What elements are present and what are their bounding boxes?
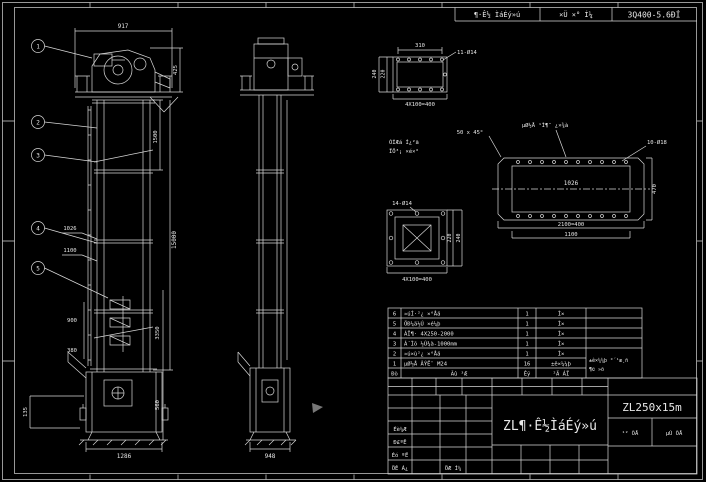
balloon-label-1: 1 [36, 44, 40, 51]
bom-header-name: Ãû ³Æ [451, 371, 468, 378]
bom-cell-qty: 1 [525, 342, 528, 348]
bom-cell-no: 4 [393, 332, 397, 338]
model-number: ZL250x15m [622, 401, 682, 414]
smudge-mark [312, 403, 323, 413]
bom-note-2: ¶© »õ [589, 367, 604, 373]
sheets-total-label: ¹² ÕÅ [622, 430, 639, 437]
dim-mid-a: 1026 [63, 226, 76, 232]
bom-cell-name: Á´Ìõ ½Ú¾à-1000mm [404, 341, 458, 348]
bom-header-mat: ²Ä ÁÏ [553, 371, 570, 378]
bom-cell-mat: Ì× [558, 351, 565, 358]
drawing-title: ZL¶·Ê½ÌáÉý»ú [503, 418, 597, 434]
sig-design-label: Éè¼Æ [393, 425, 407, 433]
sig-check-label: Ð£ºË [393, 439, 406, 446]
dim-plate-center: 1026 [564, 180, 579, 187]
bom-cell-qty: 1 [525, 352, 528, 358]
dim-side-base-width: 948 [265, 453, 276, 460]
dim-bucket-pitch: 900 [67, 318, 77, 324]
sig-audit-label: Éó ºË [392, 451, 409, 459]
note-line-2: ÏÖ³¡ ×é×° [389, 148, 419, 155]
label-flange-holes: 14-Ø14 [392, 200, 413, 207]
header-cell-2: ×Ü ×° Í¼ [559, 10, 593, 19]
row-draw-label: ÖÆ Í¼ [445, 464, 462, 472]
bom-cell-name: ÖÐ¼ä½Ú ×é¼þ [404, 321, 440, 328]
dim-flange-pitch: 4X100=400 [402, 277, 432, 283]
bom-cell-qty: 1 [525, 322, 528, 328]
balloon-label-2: 2 [36, 120, 40, 127]
detail-channel [378, 47, 457, 100]
dim-flange-size-a: 240 [456, 233, 462, 242]
balloon-label-4: 4 [36, 226, 40, 233]
dim-base-width: 1286 [117, 453, 132, 460]
bom-note-1: ±ê×¼¼þ °´¹æ¸ñ [589, 357, 628, 364]
balloon-label-3: 3 [36, 153, 40, 160]
bom-cell-qty: 16 [524, 362, 531, 368]
title-block [387, 377, 698, 475]
dim-channel-pitch: 4X100=400 [405, 102, 435, 108]
balloon-callouts [31, 39, 109, 299]
detail-flange [386, 206, 463, 274]
dim-head-height: 425 [173, 65, 179, 75]
front-view [29, 28, 183, 452]
dim-mid-b: 1100 [63, 248, 76, 254]
dim-upper-section: 1500 [153, 130, 159, 143]
bom-cell-no: 5 [393, 322, 396, 328]
dim-top-width: 917 [118, 23, 129, 30]
bom-cell-name: »ú×ù²¿ ×°Åä [404, 351, 440, 358]
bom-header-no: Ðò [391, 371, 398, 378]
bom-header-qty: Êý [524, 370, 531, 378]
sheets-no-label: µÚ ÕÅ [666, 430, 683, 437]
dim-channel-depth-a: 220 [381, 69, 387, 78]
bom-cell-name: ÁÏ¶· 4X250-2000 [404, 331, 454, 338]
label-channel-holes: 11-Ø14 [457, 49, 478, 56]
dim-bucket-width: 380 [67, 348, 77, 354]
balloon-label-5: 5 [36, 266, 40, 273]
bom-cell-no: 2 [393, 352, 396, 358]
bom-cell-mat: Ì× [558, 311, 565, 318]
detail-plate [488, 129, 653, 239]
bom-cell-name: µØ½Å ÂÝË¨ M24 [404, 361, 448, 368]
label-plate-holes: 10-Ø18 [647, 139, 667, 146]
note-line-1: ÓÍÆá Í¿²ã [389, 138, 419, 146]
dim-boot-height: 560 [155, 400, 161, 410]
dim-plate-pitch: 2100=400 [558, 222, 585, 228]
dim-flange-size-b: 220 [447, 233, 453, 242]
bom-cell-name: »úÍ·²¿ ×°Åä [404, 310, 440, 318]
drawing-number: 3Q400-5.6ÐÍ [628, 9, 681, 20]
sheet-header-strip [454, 7, 697, 22]
bom-cell-mat: Ì× [558, 321, 565, 328]
note-plate-fix: µØ½Å ¹Ì¶¨ ¿×¾à [522, 122, 568, 129]
note-chamfer: 50 x 45° [457, 130, 484, 136]
bom-cell-no: 6 [393, 312, 396, 318]
bom-cell-mat: Ì× [558, 341, 565, 348]
dim-plate-width: 1100 [564, 232, 577, 238]
header-cell-1: ¶·Ê½ ÌáÉý»ú [474, 10, 520, 19]
bom-cell-qty: 1 [525, 312, 528, 318]
dim-lower-section: 3350 [155, 326, 161, 339]
dim-channel-depth-b: 240 [372, 69, 378, 78]
dim-base-offset: 135 [23, 407, 29, 417]
row-mass-label: ÖÊ Á¿ [392, 464, 409, 472]
dim-plate-height: 470 [652, 184, 658, 194]
dim-total-height: 15000 [171, 231, 178, 249]
bom-cell-mat: Ì× [558, 331, 565, 338]
side-view [237, 37, 314, 452]
bom-cell-mat: ±ê×¼¼þ [551, 361, 571, 368]
bom-cell-qty: 1 [525, 332, 528, 338]
dim-channel-width: 310 [415, 43, 425, 49]
bom-cell-no: 3 [393, 342, 396, 348]
bom-cell-no: 1 [393, 362, 396, 368]
